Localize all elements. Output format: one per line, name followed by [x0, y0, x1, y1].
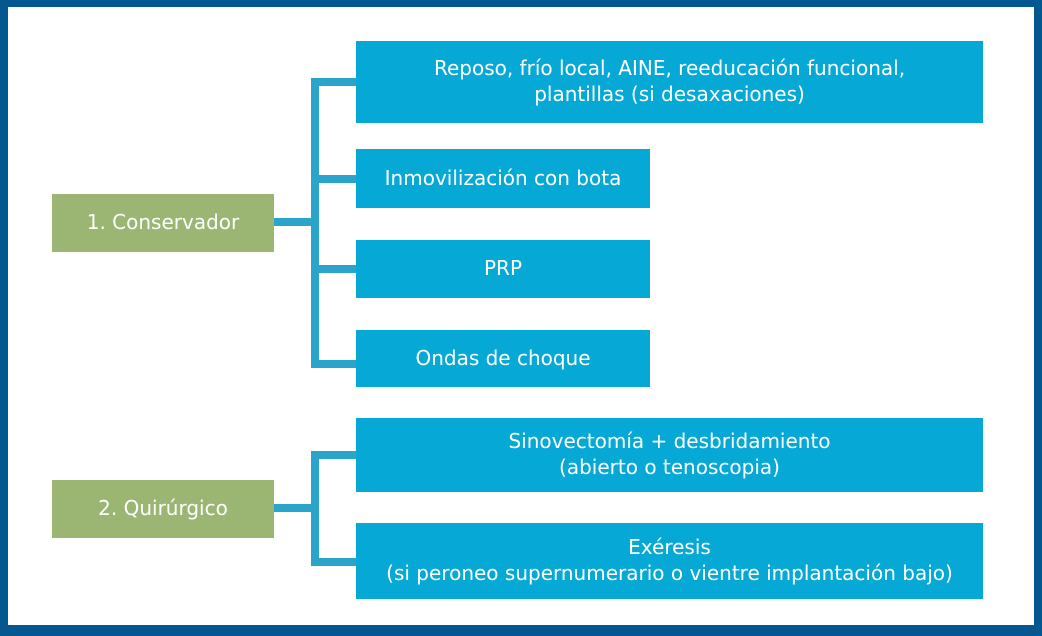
frame-border-left	[0, 0, 8, 636]
frame-border-right	[1034, 0, 1042, 636]
option-box-exeresis[interactable]: Exéresis (si peroneo supernumerario o vi…	[356, 523, 983, 599]
option-box-inmovilizacion[interactable]: Inmovilización con bota	[356, 149, 650, 208]
connector-quirurgico-arm-1	[311, 451, 359, 459]
connector-conservador-arm-1	[311, 78, 359, 86]
option-box-prp[interactable]: PRP	[356, 240, 650, 298]
frame-border-top	[0, 0, 1042, 7]
category-box-quirurgico[interactable]: 2. Quirúrgico	[52, 480, 274, 538]
connector-conservador-trunk	[311, 78, 319, 368]
frame-border-bottom	[0, 625, 1042, 636]
category-box-conservador[interactable]: 1. Conservador	[52, 194, 274, 252]
connector-conservador-arm-3	[311, 265, 359, 273]
connector-quirurgico-arm-2	[311, 558, 359, 566]
connector-conservador-arm-2	[311, 175, 359, 183]
option-box-reposo[interactable]: Reposo, frío local, AINE, reeducación fu…	[356, 41, 983, 123]
option-box-sinovectomia[interactable]: Sinovectomía + desbridamiento (abierto o…	[356, 418, 983, 492]
connector-conservador-stub	[273, 218, 319, 226]
connector-quirurgico-trunk	[311, 451, 319, 566]
connector-conservador-arm-4	[311, 360, 359, 368]
connector-quirurgico-stub	[273, 504, 319, 512]
option-box-ondas-de-choque[interactable]: Ondas de choque	[356, 330, 650, 387]
